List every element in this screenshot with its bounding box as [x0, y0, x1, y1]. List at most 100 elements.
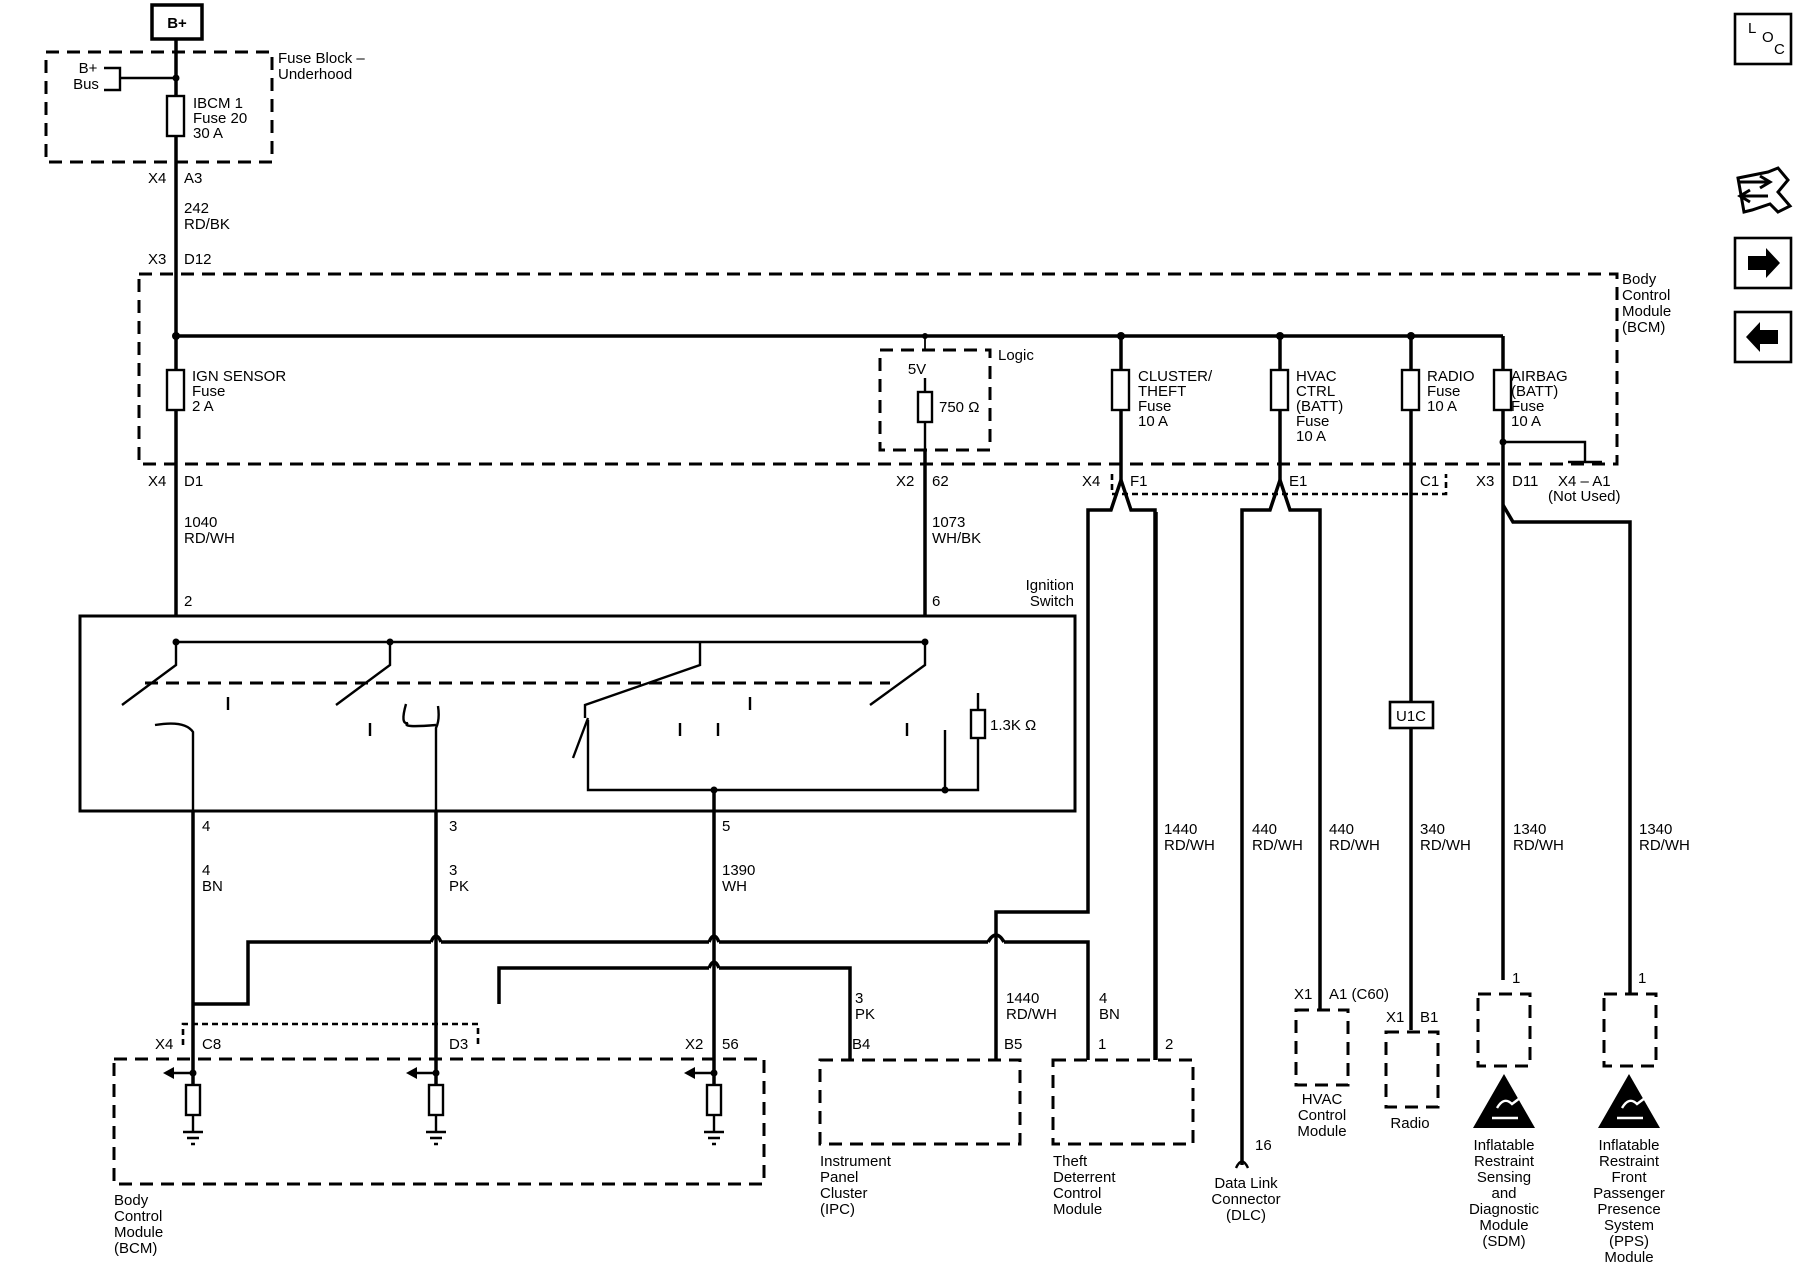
svg-text:5V: 5V — [908, 361, 926, 378]
fuse-block-underhood: Fuse Block – Underhood B+ Bus IBCM 1 Fus… — [44, 50, 365, 187]
svg-text:340: 340 — [1420, 821, 1445, 838]
svg-text:62: 62 — [932, 473, 949, 490]
svg-text:A3: A3 — [184, 170, 202, 187]
bcm-top-module: X3 D12 Body Control Module (BCM) — [137, 251, 1671, 466]
svg-text:X4: X4 — [1082, 473, 1100, 490]
svg-text:RD/WH: RD/WH — [1420, 837, 1471, 854]
svg-text:IGN SENSOR: IGN SENSOR — [192, 368, 286, 385]
svg-text:(Not Used): (Not Used) — [1548, 488, 1621, 505]
svg-text:A1 (C60): A1 (C60) — [1329, 986, 1389, 1003]
svg-text:Fuse: Fuse — [1511, 398, 1544, 415]
svg-text:PK: PK — [855, 1006, 875, 1023]
arrow-left-icon[interactable] — [1733, 310, 1793, 364]
svg-text:1: 1 — [1512, 970, 1520, 987]
svg-text:16: 16 — [1255, 1137, 1272, 1154]
bplus-terminal: B+ — [150, 3, 204, 41]
svg-text:X3: X3 — [148, 251, 166, 268]
svg-text:Switch: Switch — [1030, 593, 1074, 610]
svg-text:1440: 1440 — [1164, 821, 1197, 838]
svg-text:RD/WH: RD/WH — [1513, 837, 1564, 854]
theft-deterrent-module: 1 2 Theft Deterrent Control Module — [1051, 512, 1195, 1218]
svg-text:(BCM): (BCM) — [114, 1240, 157, 1257]
svg-text:10 A: 10 A — [1427, 398, 1457, 415]
svg-text:Module: Module — [1053, 1201, 1102, 1218]
svg-text:D12: D12 — [184, 251, 212, 268]
svg-text:WH: WH — [722, 878, 747, 895]
svg-text:1390: 1390 — [722, 862, 755, 879]
svg-text:C8: C8 — [202, 1036, 221, 1053]
svg-text:3: 3 — [449, 862, 457, 879]
svg-text:(BATT): (BATT) — [1296, 398, 1343, 415]
svg-text:E1: E1 — [1289, 473, 1307, 490]
svg-text:Deterrent: Deterrent — [1053, 1169, 1116, 1186]
svg-text:Panel: Panel — [820, 1169, 858, 1186]
svg-text:56: 56 — [722, 1036, 739, 1053]
svg-text:RD/WH: RD/WH — [1252, 837, 1303, 854]
svg-text:1340: 1340 — [1639, 821, 1672, 838]
svg-text:5: 5 — [722, 818, 730, 835]
svg-text:and: and — [1491, 1185, 1516, 1202]
fuse-radio — [1400, 368, 1421, 412]
svg-text:BN: BN — [1099, 1006, 1120, 1023]
svg-text:HVAC: HVAC — [1302, 1091, 1343, 1108]
svg-text:U1C: U1C — [1396, 708, 1426, 725]
svg-text:X1: X1 — [1386, 1009, 1404, 1026]
svg-text:(PPS): (PPS) — [1609, 1233, 1649, 1250]
svg-text:Control: Control — [1298, 1107, 1346, 1124]
svg-text:C1: C1 — [1420, 473, 1439, 490]
connector-icon[interactable] — [1736, 166, 1793, 214]
svg-text:1073: 1073 — [932, 514, 965, 531]
svg-text:Bus: Bus — [73, 76, 99, 93]
svg-text:10 A: 10 A — [1511, 413, 1541, 430]
svg-text:3: 3 — [855, 990, 863, 1007]
svg-text:Theft: Theft — [1053, 1153, 1088, 1170]
svg-text:1: 1 — [1098, 1036, 1106, 1053]
svg-text:PK: PK — [449, 878, 469, 895]
svg-text:1040: 1040 — [184, 514, 217, 531]
svg-text:Restraint: Restraint — [1474, 1153, 1535, 1170]
svg-text:242: 242 — [184, 200, 209, 217]
svg-text:Body: Body — [1622, 271, 1657, 288]
svg-text:L: L — [1748, 20, 1756, 37]
svg-text:RADIO: RADIO — [1427, 368, 1475, 385]
svg-text:X4: X4 — [148, 473, 166, 490]
svg-text:1440: 1440 — [1006, 990, 1039, 1007]
svg-text:System: System — [1604, 1217, 1654, 1234]
svg-text:Passenger: Passenger — [1593, 1185, 1665, 1202]
svg-text:Instrument: Instrument — [820, 1153, 892, 1170]
svg-text:B1: B1 — [1420, 1009, 1438, 1026]
svg-text:6: 6 — [932, 593, 940, 610]
svg-text:THEFT: THEFT — [1138, 383, 1186, 400]
loc-icon[interactable]: L O C — [1733, 12, 1793, 66]
svg-text:10 A: 10 A — [1296, 428, 1326, 445]
svg-text:AIRBAG: AIRBAG — [1511, 368, 1568, 385]
fuse-ibcm1 — [165, 94, 186, 138]
svg-text:Underhood: Underhood — [278, 66, 352, 83]
svg-text:X3: X3 — [1476, 473, 1494, 490]
svg-text:RD/WH: RD/WH — [1639, 837, 1690, 854]
pps-module: 1 Inflatable Restraint Front Passenger P… — [1593, 970, 1665, 1266]
u1c-splice: U1C — [1388, 700, 1435, 730]
svg-text:D11: D11 — [1512, 473, 1538, 490]
svg-text:X4 – A1: X4 – A1 — [1558, 473, 1611, 490]
svg-text:Cluster: Cluster — [820, 1185, 868, 1202]
svg-text:Connector: Connector — [1211, 1191, 1280, 1208]
svg-text:RD/WH: RD/WH — [1329, 837, 1380, 854]
svg-text:CTRL: CTRL — [1296, 383, 1335, 400]
svg-text:B4: B4 — [852, 1036, 870, 1053]
svg-text:Body: Body — [114, 1192, 149, 1209]
svg-text:HVAC: HVAC — [1296, 368, 1337, 385]
svg-text:Fuse 20: Fuse 20 — [193, 110, 247, 127]
svg-text:RD/BK: RD/BK — [184, 216, 230, 233]
svg-text:Fuse: Fuse — [192, 383, 225, 400]
arrow-right-icon[interactable] — [1733, 236, 1793, 290]
svg-text:(DLC): (DLC) — [1226, 1207, 1266, 1224]
svg-text:Presence: Presence — [1597, 1201, 1660, 1218]
svg-text:X4: X4 — [155, 1036, 173, 1053]
svg-text:Sensing: Sensing — [1477, 1169, 1531, 1186]
svg-text:Front: Front — [1611, 1169, 1647, 1186]
svg-text:Restraint: Restraint — [1599, 1153, 1660, 1170]
fuse-hvac-ctrl — [1269, 368, 1290, 412]
svg-text:(BCM): (BCM) — [1622, 319, 1665, 336]
